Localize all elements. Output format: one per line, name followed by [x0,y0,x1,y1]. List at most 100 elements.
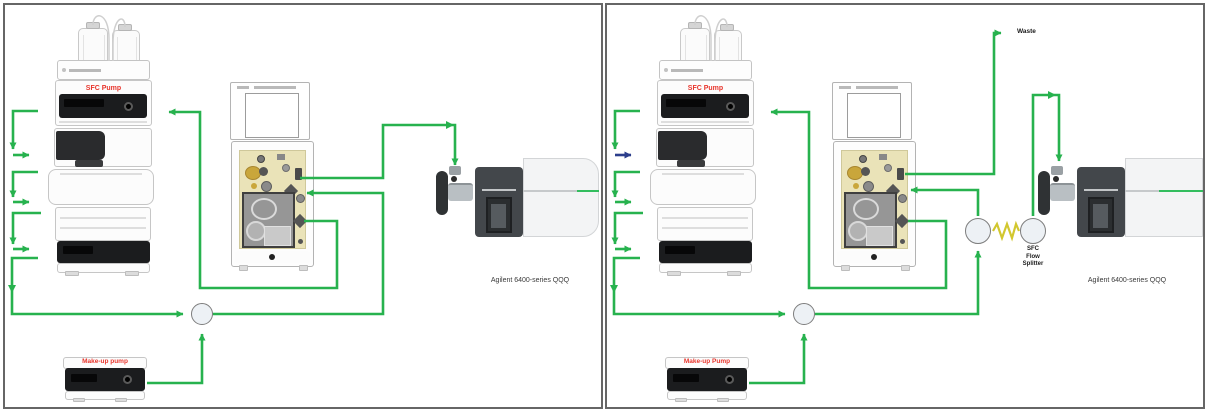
detector-tray [657,207,753,241]
ms-body-cylinder [1125,158,1203,237]
tubing-coil [251,198,277,220]
makeup-pump-label: Make-up Pump [683,358,731,365]
sampler-handle [75,160,103,167]
foot [73,398,85,402]
valve [282,164,290,172]
foot [125,271,139,276]
pump-wheel [848,221,868,241]
detector-slot [665,246,695,254]
sfc-pump-label: SFC Pump [85,85,122,92]
sampler-dark-panel [658,131,707,160]
nebulizer-cap [449,166,461,175]
tee-junction [793,303,815,325]
module-header-blur [237,86,249,89]
foot [115,398,127,402]
restrictor-zigzag [992,220,1021,242]
diagram-panel-left: SFC Pump [3,3,603,409]
bottle-cap [720,24,734,31]
outlet-port [295,168,302,180]
makeup-pump-band [667,368,747,391]
nebulizer-arm [436,171,448,215]
nebulizer-nut [451,176,457,182]
valve [257,155,265,163]
ms-source-inner [491,204,506,228]
screw [269,254,275,260]
brand-text-blur [671,69,703,72]
makeup-pump-slot [673,374,699,382]
makeup-pump-base [65,391,145,400]
agilent-logo-mark [664,68,668,72]
foot [65,271,79,276]
detector-tray [55,207,151,241]
nebulizer-nut [1053,176,1059,182]
screw [871,254,877,260]
bottle-cap [688,22,702,29]
module-header-blur [254,86,296,89]
foot [667,271,681,276]
pump-knob [124,102,133,111]
fitting-gold [853,183,859,189]
module-seam [661,121,749,123]
foot [901,265,910,271]
module-seam [662,173,744,175]
splitter-inlet-union [965,218,991,244]
makeup-pump-base [667,391,747,400]
sfc-flow-splitter-label: SFC Flow Splitter [1022,246,1044,267]
fitting [879,154,887,160]
diagram-panel-right: SFC Pump [605,3,1205,409]
ms-label: Agilent 6400-series QQQ [490,277,570,284]
bottle-cap [118,24,132,31]
column-module [650,169,756,205]
nebulizer-arm [1038,171,1050,215]
valve [884,164,892,172]
module-header-blur [839,86,851,89]
ms-seam-green [577,190,599,192]
foot [675,398,687,402]
makeup-pump-band [65,368,145,391]
fitting [298,239,303,244]
ms-seam [523,190,599,192]
valve [261,181,272,192]
detector-slot [63,246,93,254]
valve [259,167,268,176]
makeup-pump-slot [71,374,97,382]
ms-body-cylinder [523,158,599,237]
pump-body [264,226,291,246]
fitting [277,154,285,160]
fitting-gold [251,183,257,189]
module-seam [662,227,748,229]
ms-seam-green [1159,190,1203,192]
sfc-module-window [245,93,299,138]
nebulizer-body [448,183,473,201]
module-seam [60,217,146,219]
foot [239,265,248,271]
splitter-outlet-union [1020,218,1046,244]
column-module [48,169,154,205]
module-seam [60,227,146,229]
agilent-logo-mark [62,68,66,72]
ms-label: Agilent 6400-series QQQ [1087,277,1167,284]
ms-text-blur [1084,189,1118,191]
valve [296,194,305,203]
foot [727,271,741,276]
makeup-pump-knob [123,375,132,384]
valve [859,155,867,163]
valve [898,194,907,203]
pump-slot [64,99,104,107]
ms-text-blur [482,189,516,191]
waste-label: Waste [1017,28,1036,35]
foot [299,265,308,271]
module-seam [60,173,142,175]
brand-text-blur [69,69,101,72]
foot [717,398,729,402]
pump-body [866,226,893,246]
nebulizer-cap [1051,166,1063,175]
module-seam [59,121,147,123]
module-seam [662,217,748,219]
makeup-pump-label: Make-up pump [82,358,128,365]
ms-source-inner [1093,204,1108,228]
fitting [900,239,905,244]
tubing-coil [853,198,879,220]
valve [861,167,870,176]
